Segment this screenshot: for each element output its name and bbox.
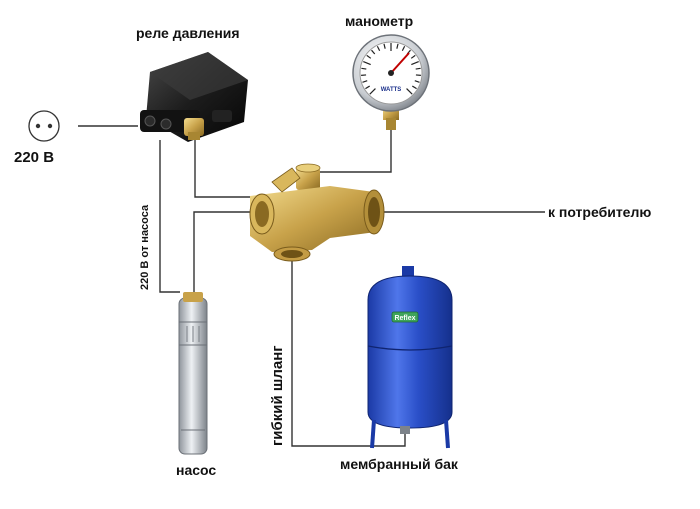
gauge-tick	[411, 60, 419, 66]
hose-fitting-tank	[291, 258, 406, 447]
gauge-tick	[383, 43, 386, 49]
gauge-tick	[401, 45, 406, 51]
gauge-tick	[371, 49, 376, 55]
gauge-tick	[406, 88, 413, 95]
label-to-consumer: к потребителю	[548, 204, 652, 220]
tank-brand-text: Reflex	[394, 315, 415, 322]
gauge-brand-text: WATTS	[381, 87, 402, 93]
connection-lines	[78, 125, 545, 447]
manometer-icon: WATTS	[352, 34, 430, 130]
pipe-pump-fitting	[193, 211, 250, 298]
membrane-tank-icon: Reflex	[367, 266, 453, 449]
wire-pump-cable	[159, 140, 180, 293]
label-flexible-hose: гибкий шланг	[269, 345, 286, 446]
label-voltage: 220 В	[14, 149, 55, 166]
gauge-tick	[366, 54, 372, 59]
gauge-tick	[412, 85, 417, 90]
label-manometer: манометр	[345, 13, 414, 29]
label-pump-cable: 220 В от насоса	[139, 204, 151, 290]
gauge-tick	[363, 60, 371, 66]
label-membrane-tank: мембранный бак	[340, 456, 458, 472]
gauge-tick	[369, 88, 376, 95]
gauge-tick	[414, 80, 420, 83]
gauge-tick	[410, 54, 416, 59]
gauge-tick	[376, 45, 381, 51]
socket-icon	[28, 110, 60, 142]
brass-fitting-icon	[249, 163, 385, 262]
gauge-tick	[415, 67, 421, 70]
pipe-gauge-fitting	[318, 130, 392, 173]
label-pump: насос	[176, 462, 217, 478]
pump-icon	[178, 292, 208, 455]
wire-relay-fitting	[194, 140, 258, 198]
pressure-switch-icon	[140, 52, 248, 142]
gauge-tick	[362, 80, 368, 83]
label-pressure-switch: реле давления	[136, 25, 240, 41]
gauge-tick	[361, 67, 367, 70]
gauge-tick	[396, 43, 399, 49]
gauge-tick	[365, 85, 370, 90]
